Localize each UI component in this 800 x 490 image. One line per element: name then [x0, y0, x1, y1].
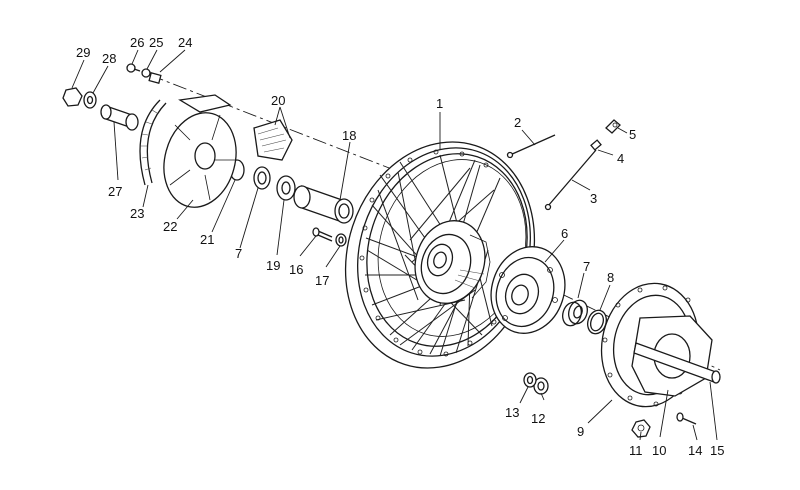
- lock-plate-part-24: [148, 72, 162, 84]
- callout-8: 8: [607, 270, 614, 285]
- bolt-part-26: [126, 63, 141, 73]
- callout-15: 15: [710, 443, 724, 458]
- callout-17: 17: [315, 273, 329, 288]
- callout-19: 19: [266, 258, 280, 273]
- callout-13: 13: [505, 405, 519, 420]
- callout-25: 25: [149, 35, 163, 50]
- bolt-part-16: [312, 227, 333, 242]
- callout-18: 18: [342, 128, 356, 143]
- callout-labels: 1 2 3 4 5 6 7 7 8 9 10 11 12 13 14 15 16…: [76, 35, 724, 458]
- callout-5: 5: [629, 127, 636, 142]
- callout-26: 26: [130, 35, 144, 50]
- callout-11: 11: [629, 443, 643, 458]
- callout-23: 23: [130, 206, 144, 221]
- callout-10: 10: [652, 443, 666, 458]
- spacer-tube-part-27: [100, 104, 139, 131]
- callout-27: 27: [108, 184, 122, 199]
- wheel-hub: [414, 220, 491, 304]
- callout-21: 21: [200, 232, 214, 247]
- callout-22: 22: [163, 219, 177, 234]
- bearing-part-7-right: [562, 299, 588, 327]
- nipple-part-4: [590, 139, 602, 151]
- nut-part-11: [631, 419, 651, 438]
- axle-part-15: [633, 342, 721, 384]
- bearing-part-7-left: [253, 166, 271, 190]
- spacer-ring-part-19: [276, 175, 296, 201]
- washer-part-25: [141, 68, 151, 78]
- callout-16: 16: [289, 262, 303, 277]
- spoke-part-2: [506, 134, 556, 159]
- callout-2: 2: [514, 115, 521, 130]
- carrier-plate-part-22: [163, 94, 237, 208]
- callout-3: 3: [590, 191, 597, 206]
- spoke-part-3: [544, 149, 597, 211]
- callout-28: 28: [102, 51, 116, 66]
- axle-nut-part-29: [62, 87, 83, 107]
- callout-20: 20: [271, 93, 285, 108]
- rim-spoke-holes: [359, 149, 497, 357]
- nipple-part-5: [605, 119, 621, 134]
- callout-7-right: 7: [583, 259, 590, 274]
- spacer-sleeve-part-18: [293, 185, 354, 224]
- washer-part-12: [533, 377, 549, 395]
- washer-part-17: [335, 233, 347, 247]
- sprocket-part-23: [139, 99, 167, 186]
- callout-1: 1: [436, 96, 443, 111]
- callout-6: 6: [561, 226, 568, 241]
- callout-12: 12: [531, 411, 545, 426]
- spoked-wheel: [344, 141, 536, 369]
- cush-drive-hub-part-6: [490, 246, 566, 334]
- screw-part-14: [676, 412, 697, 425]
- callout-29: 29: [76, 45, 90, 60]
- leader-lines: [71, 49, 718, 441]
- washer-part-28: [83, 91, 97, 109]
- callout-14: 14: [688, 443, 702, 458]
- callout-4: 4: [617, 151, 624, 166]
- washer-part-13: [523, 372, 537, 388]
- callout-24: 24: [178, 35, 192, 50]
- callout-7-left: 7: [235, 246, 242, 261]
- callout-9: 9: [577, 424, 584, 439]
